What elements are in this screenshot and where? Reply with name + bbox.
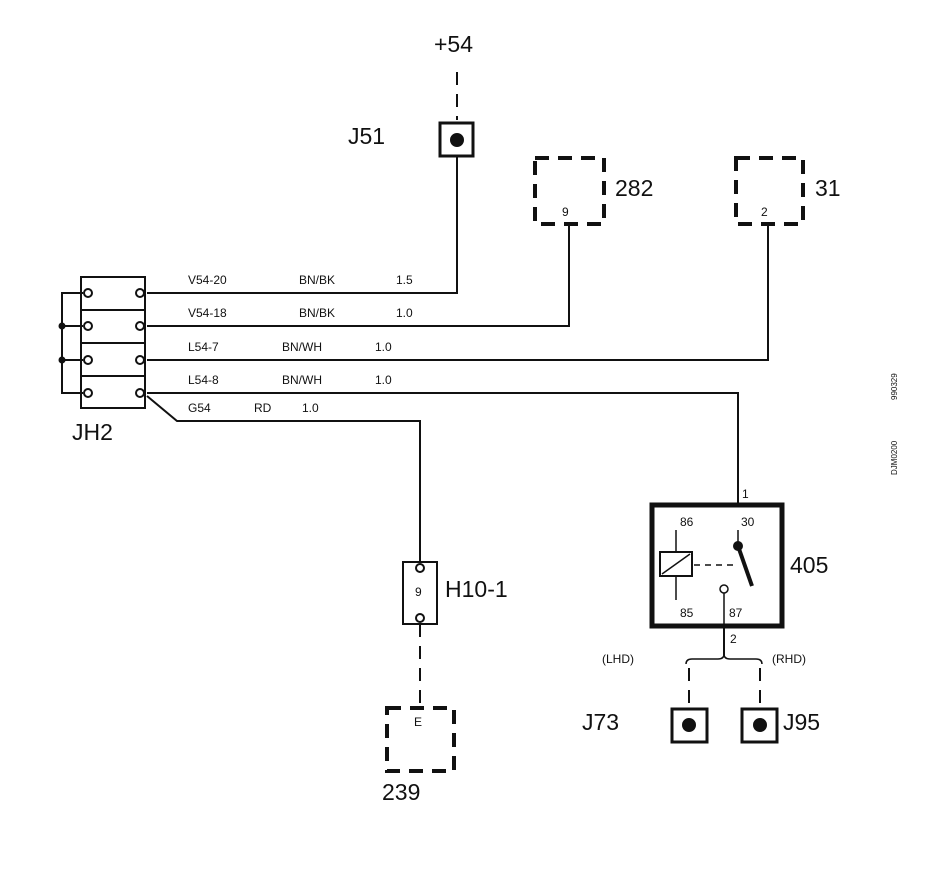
j73-pin-dot <box>682 718 696 732</box>
wire-label-size: 1.0 <box>375 340 392 354</box>
component-282-label: 282 <box>615 175 653 201</box>
jh2-terminal <box>83 321 93 331</box>
variant-brace <box>685 653 763 665</box>
component-282-box <box>533 156 606 226</box>
wire-label-size: 1.0 <box>302 401 319 415</box>
jh2-terminal <box>83 355 93 365</box>
relay-switch-pivot <box>733 541 743 551</box>
relay-pin-87: 87 <box>729 606 743 620</box>
wire-label-color: BN/WH <box>282 340 322 354</box>
wire-label-id: L54-8 <box>188 373 219 387</box>
wire-label-color: RD <box>254 401 272 415</box>
relay-coil-diagonal <box>661 553 691 575</box>
wire-g54 <box>146 395 421 563</box>
component-239-label: 239 <box>382 779 420 805</box>
jh2-terminal <box>135 355 145 365</box>
jh2-junction-dot <box>58 322 66 330</box>
component-31-label: 31 <box>815 175 841 201</box>
j73-label: J73 <box>582 709 619 735</box>
jh2-bridge <box>61 292 83 394</box>
wire-label-size: 1.0 <box>396 306 413 320</box>
relay-pin-out: 2 <box>730 632 737 646</box>
wire-label-color: BN/BK <box>299 273 335 287</box>
wire-label-color: BN/WH <box>282 373 322 387</box>
component-239-pin: E <box>414 715 422 729</box>
h10-label: H10-1 <box>445 576 508 602</box>
h10-terminal <box>415 613 425 623</box>
j95-connector <box>740 707 779 744</box>
wire-label-size: 1.0 <box>375 373 392 387</box>
wire-label-size: 1.5 <box>396 273 413 287</box>
variant-lhd-label: (LHD) <box>602 652 634 666</box>
relay-405-box <box>649 502 785 629</box>
jh2-terminal <box>135 288 145 298</box>
relay-contact-87 <box>719 584 729 594</box>
relay-pin-in: 1 <box>742 487 749 501</box>
wire-v54-20 <box>147 157 458 294</box>
j51-pin-dot <box>450 133 464 147</box>
side-code: 990329 <box>890 373 899 400</box>
wire-l54-7 <box>147 226 769 361</box>
variant-rhd-label: (RHD) <box>772 652 806 666</box>
relay-pin-86: 86 <box>680 515 694 529</box>
jh2-terminal <box>135 388 145 398</box>
wire-label-color: BN/BK <box>299 306 335 320</box>
relay-pin-85: 85 <box>680 606 694 620</box>
j51-connector <box>438 121 475 158</box>
component-282-pin: 9 <box>562 205 569 219</box>
component-31-pin: 2 <box>761 205 768 219</box>
jh2-terminal <box>83 388 93 398</box>
wire-label-id: G54 <box>188 401 211 415</box>
wire-label-id: V54-20 <box>188 273 227 287</box>
relay-405-label: 405 <box>790 552 828 578</box>
h10-terminal <box>415 563 425 573</box>
supply-label: +54 <box>434 31 473 57</box>
wire-v54-18 <box>147 226 570 327</box>
j73-connector <box>670 707 709 744</box>
j95-pin-dot <box>753 718 767 732</box>
relay-switch-arm <box>736 545 754 587</box>
component-239-box <box>385 706 456 773</box>
jh2-terminal <box>135 321 145 331</box>
jh2-label: JH2 <box>72 419 113 445</box>
j51-label: J51 <box>348 123 385 149</box>
wire-label-id: V54-18 <box>188 306 227 320</box>
component-31-box <box>734 156 805 226</box>
relay-pin-30: 30 <box>741 515 755 529</box>
jh2-terminal <box>83 288 93 298</box>
side-code: DJM0200 <box>890 440 899 475</box>
h10-pin: 9 <box>415 585 422 599</box>
wire-label-id: L54-7 <box>188 340 219 354</box>
jh2-junction-dot <box>58 356 66 364</box>
wire-l54-8 <box>147 392 739 503</box>
j95-label: J95 <box>783 709 820 735</box>
